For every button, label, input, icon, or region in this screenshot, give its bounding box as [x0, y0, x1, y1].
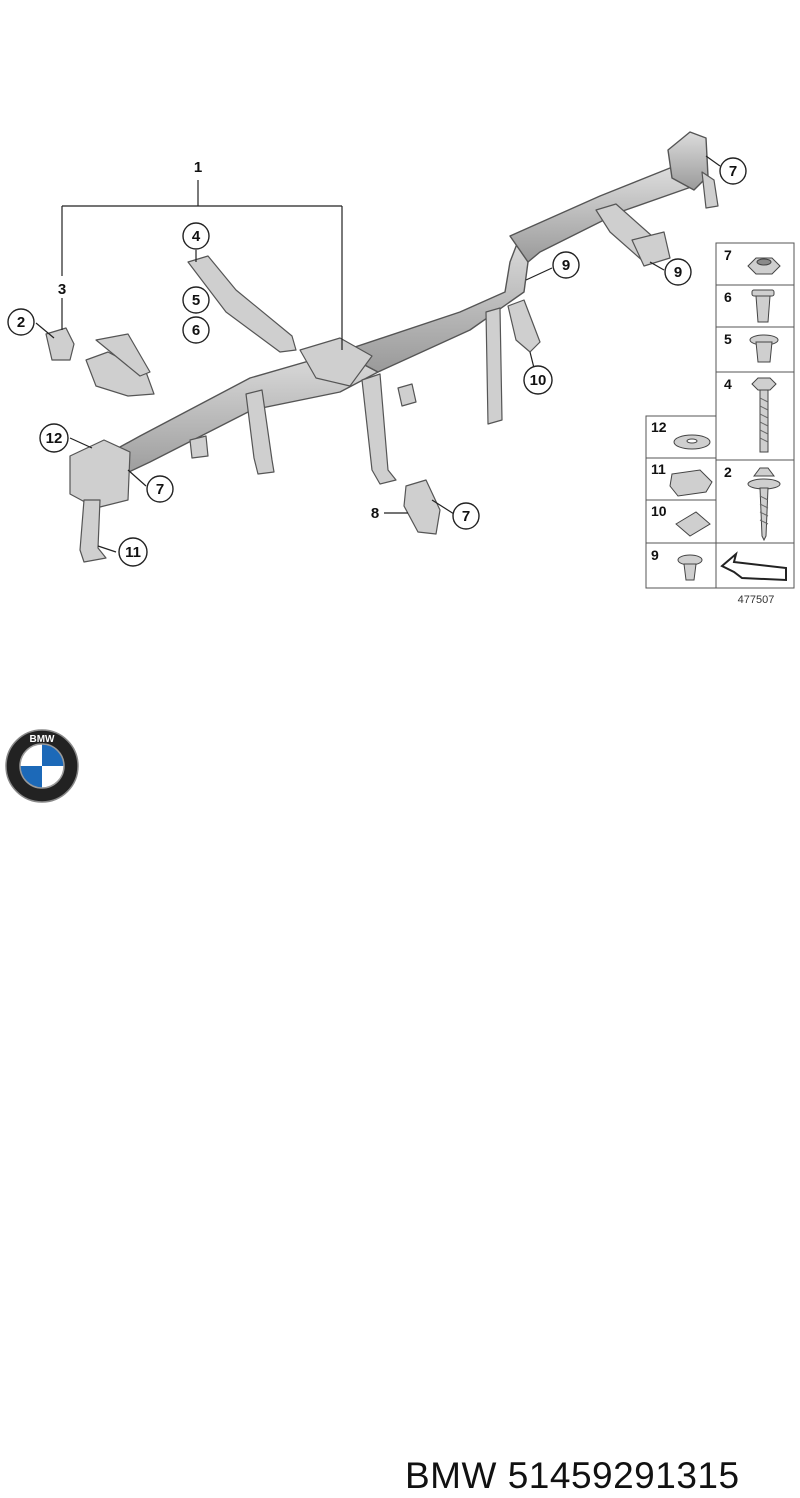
callout-4: 4: [192, 228, 201, 245]
legend-item-10: 10: [651, 503, 667, 519]
callout-10: 10: [530, 372, 547, 389]
callout-11: 11: [125, 544, 141, 561]
bracket-left-upper: [85, 351, 155, 397]
callout-1: 1: [194, 159, 202, 176]
push-pin-icon: [677, 554, 703, 581]
legend-item-11: 11: [651, 461, 666, 477]
figure-number: 477507: [738, 594, 775, 606]
callout-7-left: 7: [156, 481, 164, 498]
legend-item-4: 4: [724, 376, 732, 392]
callouts: 1 3 2 4 5 6 12 7 11 8 7 10 9 9 7: [7, 157, 747, 567]
callout-9-right: 9: [674, 264, 682, 281]
callout-7-right: 7: [729, 163, 737, 180]
bracket-center: [299, 337, 373, 387]
caption-brand: BMW: [405, 1455, 497, 1496]
bracket-9: [631, 231, 671, 267]
legend-item-7: 7: [724, 247, 732, 263]
bracket-left-arm: [95, 333, 151, 377]
brand-row: BMW BMW 51459291315: [0, 718, 800, 1496]
callout-6: 6: [192, 322, 200, 339]
fastener-legend: 7 6 5 4 2: [645, 242, 795, 606]
caption-part-number: 51459291315: [507, 1455, 740, 1496]
callout-12: 12: [46, 430, 63, 447]
legend-item-5: 5: [724, 331, 732, 347]
bracket-left-leg: [79, 499, 107, 563]
callout-5: 5: [192, 292, 200, 309]
bracket-10: [507, 299, 541, 353]
tab-left: [189, 435, 209, 459]
support-center: [361, 373, 397, 485]
bmw-logo-icon: BMW: [5, 729, 79, 803]
leader-lines: [35, 155, 721, 553]
legend-item-12: 12: [651, 419, 667, 435]
callout-3: 3: [58, 281, 66, 298]
callout-2: 2: [17, 314, 25, 331]
arrow-icon: [720, 551, 787, 582]
logo-text: BMW: [30, 734, 56, 745]
bracket-8: [403, 479, 441, 535]
clip-2-part: [45, 327, 75, 361]
washer-icon: [673, 434, 711, 450]
support-right: [485, 307, 503, 425]
clip-icon: [669, 469, 713, 497]
bushing-icon: [749, 334, 779, 363]
support-left: [245, 389, 275, 475]
sleeve-icon: [751, 289, 775, 323]
part-caption: BMW 51459291315: [405, 1454, 740, 1498]
legend-item-9: 9: [651, 547, 659, 563]
speed-nut-icon: [675, 511, 711, 537]
nut-icon: [747, 257, 781, 275]
callout-7-center: 7: [462, 508, 470, 525]
parts-diagram: 1 3 2 4 5 6 12 7 11 8 7 10 9 9 7: [7, 131, 795, 606]
bolt-icon: [751, 377, 777, 453]
callout-9-center: 9: [562, 257, 570, 274]
legend-item-2: 2: [724, 464, 732, 480]
screw-icon: [747, 467, 781, 542]
bracket-4: [187, 255, 297, 353]
legend-item-6: 6: [724, 289, 732, 305]
tab-center: [397, 383, 417, 407]
brackets: [45, 171, 719, 563]
callout-8: 8: [371, 505, 379, 522]
bracket-left-lower: [69, 439, 131, 509]
bracket-7-right: [701, 171, 719, 209]
